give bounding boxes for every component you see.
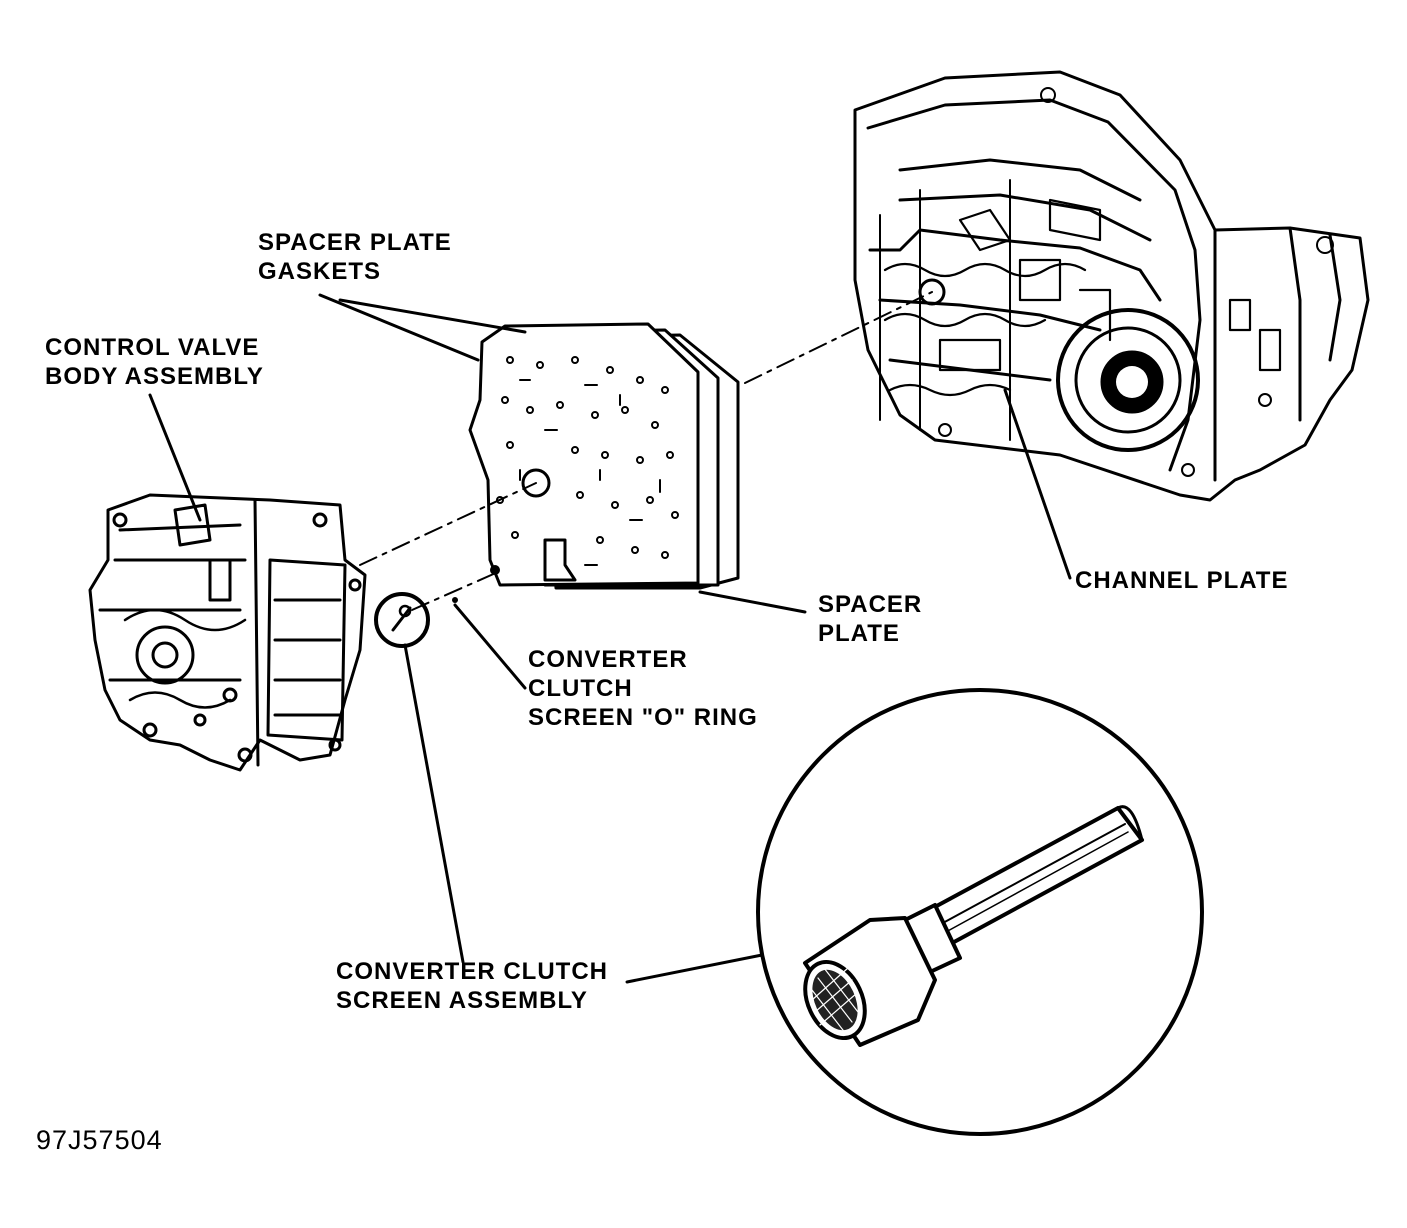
leader-lines xyxy=(148,293,1072,984)
channel-passages xyxy=(883,198,1282,397)
label-spacer-plate: SPACER PLATE xyxy=(818,591,923,647)
spacer-plate-stack xyxy=(468,322,740,590)
label-converter-clutch-screen-assembly: CONVERTER CLUTCH SCREEN ASSEMBLY xyxy=(336,958,608,1014)
label-control-valve-body-assembly: CONTROL VALVE BODY ASSEMBLY xyxy=(45,334,264,390)
figure-id: 97J57504 xyxy=(36,1125,163,1155)
control-valve-body xyxy=(88,493,367,772)
screen-assembly-detail xyxy=(756,688,1204,1136)
label-spacer-plate-gaskets: SPACER PLATE GASKETS xyxy=(258,229,452,285)
transmission-case xyxy=(853,70,1370,502)
label-channel-plate: CHANNEL PLATE xyxy=(1075,567,1289,594)
label-converter-clutch-screen-o-ring: CONVERTER CLUTCH SCREEN "O" RING xyxy=(528,646,758,731)
alignment-lines xyxy=(359,291,933,611)
o-ring-callout xyxy=(374,592,430,648)
